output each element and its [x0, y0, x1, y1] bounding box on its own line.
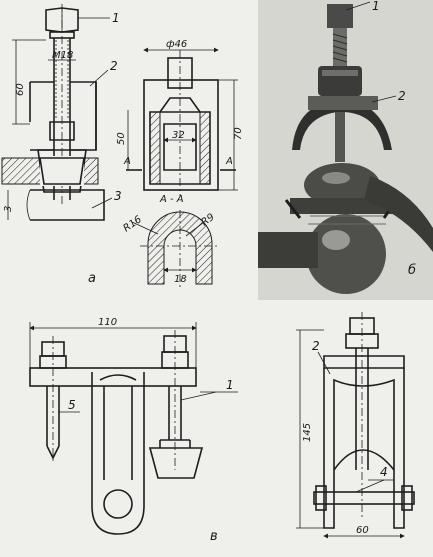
dim-r16: R16 [121, 214, 143, 234]
caption-v: в [210, 529, 218, 544]
panel-a-puller-front-view: 60 3 M18 1 2 3 ф46 32 50 70 [1, 4, 244, 290]
callout-2-panel-a: 2 [110, 59, 118, 73]
callout-1-panel-b: 1 [372, 0, 380, 13]
section-title-a-a: A - A [159, 194, 184, 205]
caption-a: а [88, 271, 96, 286]
dim-50: 50 [116, 132, 127, 145]
callout-4-frame: 4 [380, 465, 388, 479]
dim-m18: M18 [52, 50, 73, 61]
panel-v-two-screw-puller: 110 1 5 в [29, 317, 238, 544]
callout-2-panel-b: 2 [398, 89, 406, 103]
callout-1-panel-v: 1 [226, 378, 234, 392]
dim-145: 145 [302, 423, 313, 442]
dim-110: 110 [98, 317, 117, 328]
dim-60-bottom: 60 [356, 525, 369, 536]
callout-5-panel-v: 5 [68, 398, 76, 412]
dim-70: 70 [233, 127, 244, 140]
caption-b: б [408, 263, 416, 278]
dim-60: 60 [15, 83, 26, 96]
section-mark-a-right: A [225, 156, 233, 167]
callout-1-panel-a: 1 [112, 11, 120, 25]
callout-3-panel-a: 3 [114, 189, 122, 203]
dim-phi46: ф46 [166, 39, 187, 50]
callout-2-frame: 2 [312, 339, 320, 353]
panel-frame-puller: 145 60 2 4 [296, 312, 415, 539]
dim-3: 3 [3, 206, 14, 212]
panel-b-puller-photo: 1 2 б [258, 0, 433, 300]
dim-32: 32 [172, 130, 185, 141]
dim-18: 18 [174, 274, 187, 285]
section-mark-a-left: A [123, 156, 131, 167]
